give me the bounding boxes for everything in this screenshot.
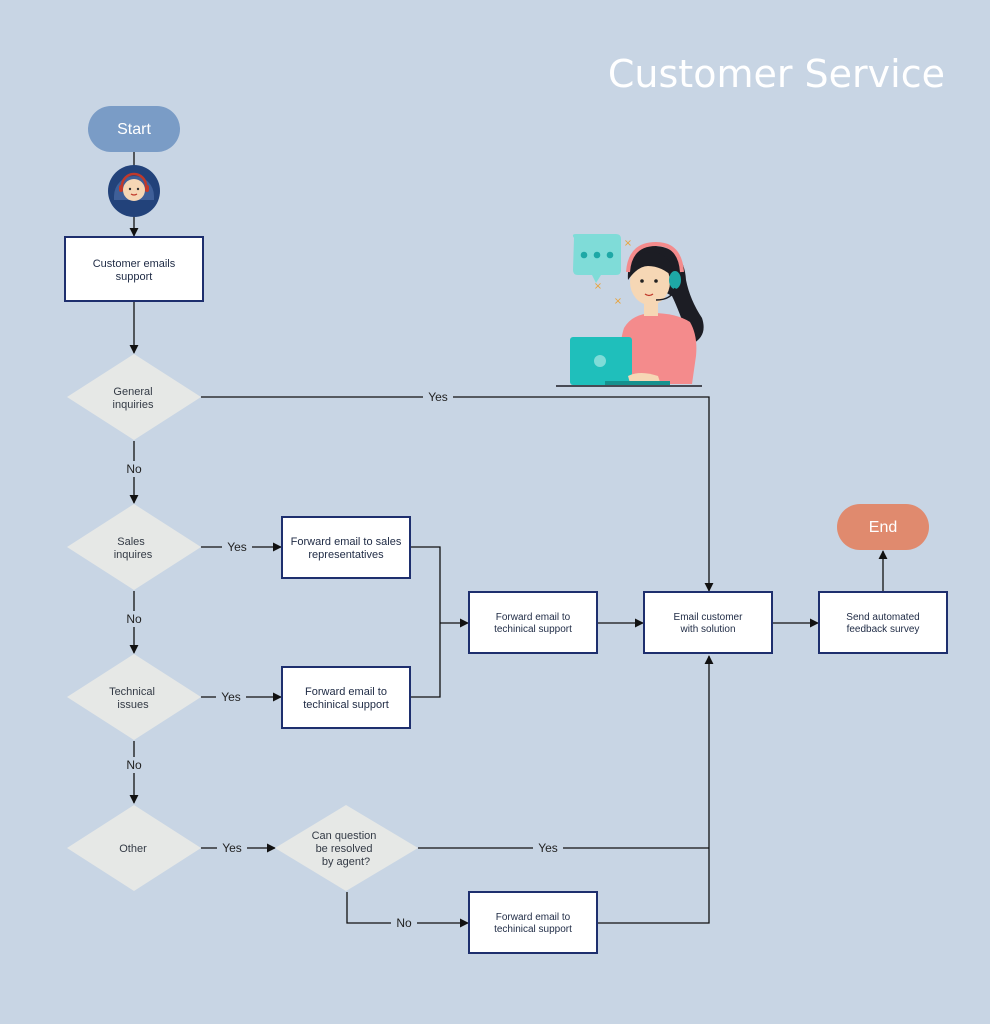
svg-text:issues: issues (117, 699, 149, 711)
label-technical-yes: Yes (221, 690, 241, 704)
box-email-solution: Email customer with solution (643, 591, 773, 654)
label-general-no: No (126, 462, 142, 476)
box-feedback-survey: Send automated feedback survey (818, 591, 948, 654)
svg-text:Forward email to sales: Forward email to sales (291, 536, 402, 548)
label-resolved-no: No (396, 916, 412, 930)
svg-text:General: General (113, 386, 152, 398)
connectors (129, 152, 888, 928)
svg-text:×: × (624, 238, 632, 249)
label-technical-no: No (126, 758, 142, 772)
label-resolved-yes: Yes (538, 841, 558, 855)
start-terminal: Start (88, 106, 180, 152)
decision-technical: Technical issues (67, 654, 201, 740)
svg-text:techinical support: techinical support (303, 699, 389, 711)
connector-resolved-no (346, 892, 469, 928)
label-other-yes: Yes (222, 841, 242, 855)
decision-resolved: Can question be resolved by agent? (275, 805, 418, 891)
start-label: Start (117, 121, 151, 138)
svg-text:Forward email to: Forward email to (496, 912, 571, 923)
svg-text:Can question: Can question (312, 830, 377, 842)
svg-text:techinical support: techinical support (494, 924, 572, 935)
svg-text:Forward email to: Forward email to (496, 612, 571, 623)
box-forward-sales: Forward email to sales representatives (281, 516, 411, 579)
label-sales-yes: Yes (227, 540, 247, 554)
svg-text:Customer emails: Customer emails (93, 258, 176, 270)
headset-agent-avatar-icon (108, 165, 160, 217)
page-title: Customer Service (608, 52, 945, 96)
box-forward-tech-bottom: Forward email to techinical support (468, 891, 598, 954)
edge-labels: Yes No Yes No Yes No Yes Yes No (122, 389, 563, 931)
connector-merge (411, 546, 441, 698)
connector-bottom-solution (598, 655, 714, 924)
svg-text:Forward email to: Forward email to (305, 686, 387, 698)
svg-text:inquiries: inquiries (113, 399, 154, 411)
box-forward-tech-1: Forward email to techinical support (281, 666, 411, 729)
end-label: End (869, 519, 897, 536)
svg-text:representatives: representatives (308, 549, 384, 561)
connector-general-yes (201, 396, 714, 592)
svg-text:Other: Other (119, 843, 147, 855)
label-sales-no: No (126, 612, 142, 626)
label-general-yes: Yes (428, 390, 448, 404)
svg-text:with solution: with solution (679, 624, 735, 635)
svg-text:inquires: inquires (114, 549, 153, 561)
support-agent-laptop-illustration: × × × (556, 234, 704, 387)
svg-text:Email customer: Email customer (674, 612, 744, 623)
end-terminal: End (837, 504, 929, 550)
svg-text:techinical support: techinical support (494, 624, 572, 635)
svg-text:by agent?: by agent? (322, 856, 370, 868)
decision-other: Other (67, 805, 201, 891)
svg-text:support: support (116, 271, 153, 283)
svg-text:be resolved: be resolved (316, 843, 373, 855)
svg-text:×: × (614, 296, 622, 307)
svg-text:Send automated: Send automated (846, 612, 919, 623)
box-forward-tech-center: Forward email to techinical support (468, 591, 598, 654)
decision-sales: Sales inquires (67, 504, 201, 590)
svg-text:Technical: Technical (109, 686, 155, 698)
box-customer-emails: Customer emails support (64, 236, 204, 302)
decision-general: General inquiries (67, 354, 201, 440)
svg-text:×: × (594, 281, 602, 292)
svg-text:Sales: Sales (117, 536, 145, 548)
svg-text:feedback survey: feedback survey (847, 624, 920, 635)
